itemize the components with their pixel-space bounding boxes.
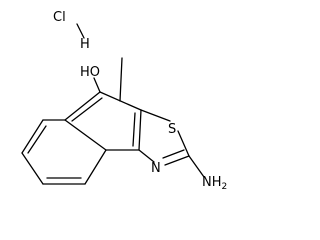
bond-c5-c6-inner [27,125,47,154]
atom-label-ho: HO [80,65,100,80]
atom-label-h: H [80,37,90,52]
bond-s-c2 [177,130,190,157]
bond-h-cl [76,23,85,39]
bond-c3a-methyl [119,57,123,102]
atom-label-s: S [168,122,176,137]
atom-label-n: N [151,161,161,176]
structure-canvas: Cl H HO S N NH2 [21,10,227,192]
atom-label-nh2: NH2 [202,175,227,192]
bond-c3a-c9b-inner [132,112,136,147]
atom-label-nh2-subscript: 2 [222,182,228,192]
bond-c2-n-inner [162,149,185,159]
bond-n-c9b [138,149,155,163]
bond-c2-n [164,155,190,166]
bond-c5-c6 [21,119,44,154]
atom-label-cl: Cl [53,10,66,25]
atom-label-nh2-main: NH [202,175,222,190]
bond-c4a-c9-inner [71,97,103,122]
molecule-drawing: Cl H HO S N NH2 [21,10,227,192]
bond-c4a-c9 [64,91,101,121]
bond-c2-nh2 [188,155,205,178]
bond-c6-c7 [21,152,44,185]
bond-c3a-s [140,109,171,122]
bond-c3a-c9b [138,109,142,151]
bond-c8-c8a [84,149,107,185]
bond-c9-oh [93,77,101,93]
bond-c8a-c4a [64,119,107,151]
